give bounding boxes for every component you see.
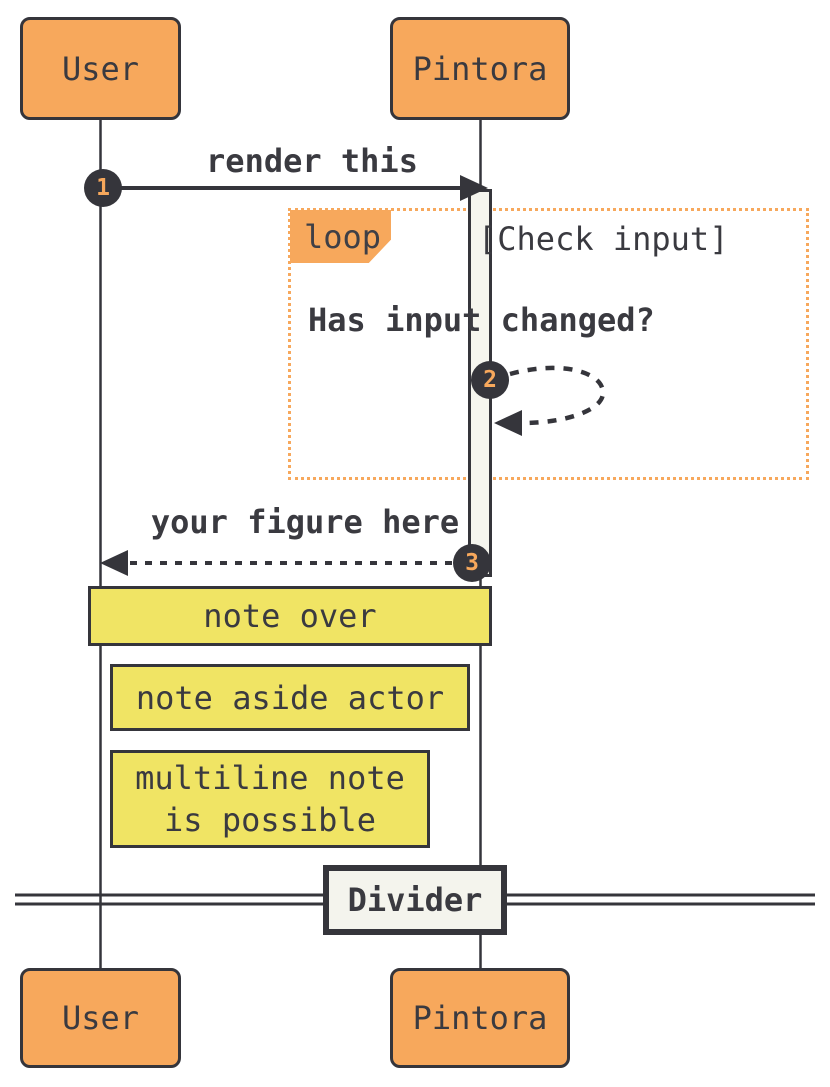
actor-pintora-top-label: Pintora: [412, 49, 548, 88]
sequence-number-1: 1: [84, 169, 122, 207]
message-1-label: render this: [206, 142, 418, 180]
actor-pintora-top: Pintora: [390, 17, 570, 120]
actor-user-top-label: User: [61, 49, 140, 88]
note-multiline: multiline note is possible: [110, 750, 430, 848]
actor-user-bottom-label: User: [61, 999, 140, 1037]
message-1-arrowhead: [460, 175, 488, 201]
loop-label: loop: [304, 217, 382, 256]
divider-label: Divider: [347, 881, 483, 919]
note-over-text: note over: [203, 597, 377, 635]
loop-condition-text: [Check input]: [478, 220, 729, 258]
message-2-self-loop-curve: [509, 365, 606, 426]
loop-label-tab: loop: [290, 210, 391, 263]
note-aside-text: note aside actor: [135, 678, 445, 717]
message-3-arrowhead: [100, 550, 128, 576]
sequence-number-2: 2: [471, 361, 509, 399]
actor-pintora-bottom-label: Pintora: [412, 999, 548, 1037]
actor-user-top: User: [20, 17, 181, 120]
divider-box: Divider: [323, 865, 507, 935]
message-2-arrowhead: [494, 410, 522, 436]
note-multiline-line2: is possible: [164, 801, 376, 839]
note-aside-actor: note aside actor: [110, 664, 470, 731]
message-3-label: your figure here: [150, 503, 460, 541]
message-2-label: Has input changed?: [308, 301, 655, 339]
loop-fragment-box: [288, 208, 809, 480]
sequence-number-3: 3: [453, 544, 491, 582]
note-multiline-line1: multiline note: [135, 759, 405, 797]
actor-pintora-bottom: Pintora: [390, 968, 570, 1068]
note-over: note over: [88, 586, 492, 646]
actor-user-bottom: User: [20, 968, 181, 1068]
